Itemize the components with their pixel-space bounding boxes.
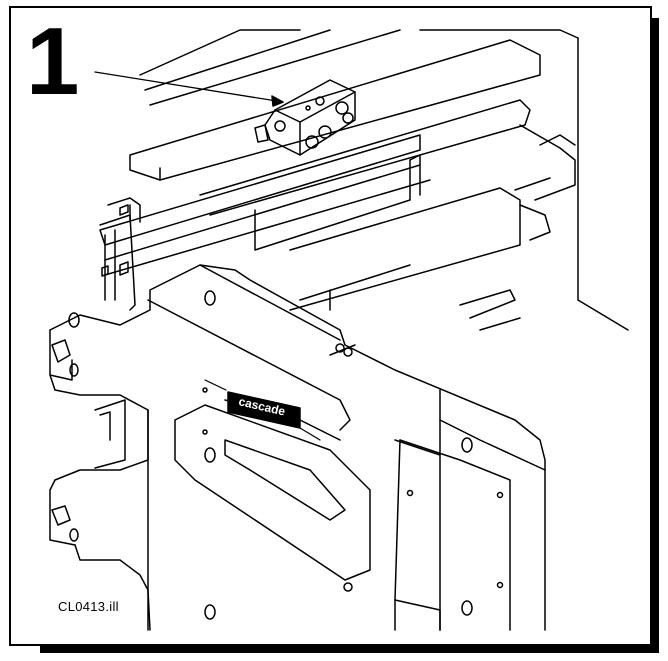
hydraulic-fittings <box>119 204 356 357</box>
file-label: CL0413.ill <box>58 599 119 614</box>
left-bracket <box>94 197 141 469</box>
fork-arms <box>129 39 576 331</box>
frame-beams <box>99 99 531 311</box>
mounting-holes <box>68 290 504 620</box>
leader-arrow <box>94 71 284 107</box>
clamp-arm-plate <box>49 264 546 631</box>
lower-panels <box>394 439 441 631</box>
frame-shadow-bottom <box>40 646 659 653</box>
carriage-background <box>139 29 629 331</box>
cascade-logo: cascade <box>204 379 321 441</box>
frame-shadow-right <box>652 18 659 652</box>
figure-number: 1 <box>26 8 80 115</box>
valve-block <box>254 79 356 156</box>
plate-cutout <box>174 399 371 581</box>
